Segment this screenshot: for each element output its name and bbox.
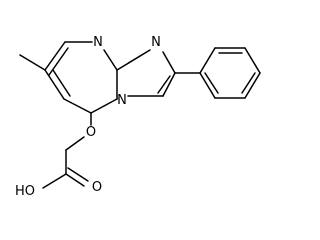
phenyl-ring xyxy=(174,47,261,99)
pyrimidine-ring xyxy=(44,41,118,114)
atom-n-pyrimidine-top: N xyxy=(93,35,103,50)
atom-o-ether: O xyxy=(86,125,96,140)
atom-n-imidazole-top: N xyxy=(151,35,161,50)
atom-o-carbonyl: O xyxy=(92,180,102,195)
imidazole-ring xyxy=(116,49,176,97)
atom-n-bridgehead: N xyxy=(117,93,127,108)
oxyacetic-acid-chain xyxy=(42,112,92,189)
molecule-structure-diagram: N N N O O HO xyxy=(15,35,261,199)
methyl-bond xyxy=(19,54,46,71)
atom-hydroxyl: HO xyxy=(15,184,35,199)
